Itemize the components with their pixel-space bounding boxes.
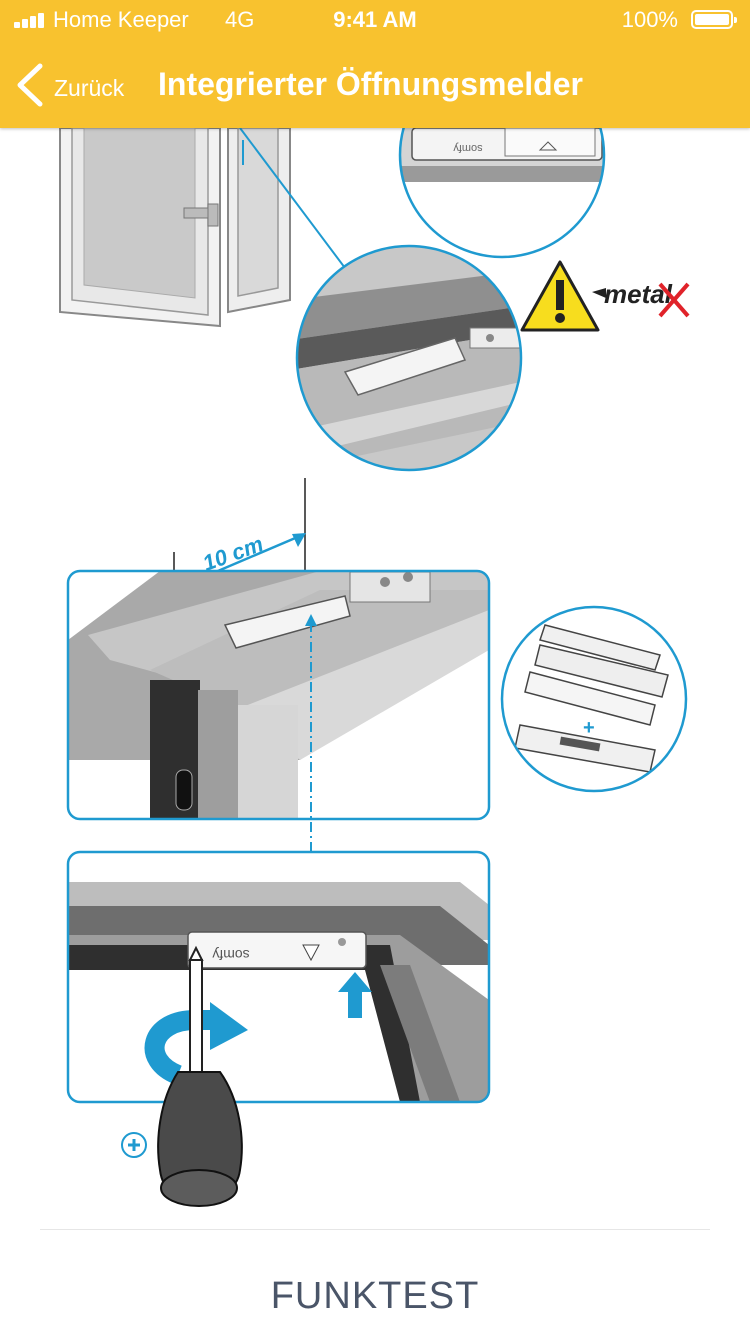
- frame-installation-panel: [66, 569, 491, 821]
- signal-icon: [14, 12, 46, 28]
- sensor-mounting-panel: somfy: [66, 850, 491, 1104]
- screwdriver-icon: [157, 945, 243, 1207]
- warning-icon: [520, 260, 600, 332]
- svg-text:somfy: somfy: [212, 947, 249, 963]
- window-sketch: [59, 128, 291, 328]
- svg-text:metal: metal: [604, 279, 673, 309]
- navigation-header: Home Keeper 4G 9:41 AM 100% Zurück Integ…: [0, 0, 750, 128]
- chevron-left-icon: [17, 63, 43, 107]
- up-arrow-icon: [338, 972, 372, 1018]
- phillips-head-icon: [121, 1132, 147, 1158]
- page-title: Integrierter Öffnungsmelder: [158, 66, 583, 102]
- back-label: Zurück: [54, 75, 125, 101]
- svg-text:somfy: somfy: [453, 142, 483, 154]
- zoom-circle-parts: +: [500, 605, 688, 793]
- zoom-circle-middle: [295, 244, 523, 472]
- battery-icon: [691, 10, 737, 29]
- no-metal-icon: metal: [592, 279, 690, 318]
- divider: [40, 1229, 710, 1230]
- funktest-button[interactable]: FUNKTEST: [270, 1275, 480, 1317]
- svg-text:+: +: [583, 717, 595, 739]
- carrier-name: Home Keeper: [53, 7, 189, 32]
- zoom-circle-top: somfy: [398, 128, 606, 259]
- svg-text:10 cm: 10 cm: [199, 531, 266, 576]
- status-bar: Home Keeper 4G 9:41 AM 100%: [0, 0, 750, 40]
- installation-illustration: somfy metal: [59, 128, 690, 1207]
- clock: 9:41 AM: [333, 7, 417, 32]
- battery-percentage: 100%: [621, 7, 678, 32]
- network-type: 4G: [225, 7, 255, 32]
